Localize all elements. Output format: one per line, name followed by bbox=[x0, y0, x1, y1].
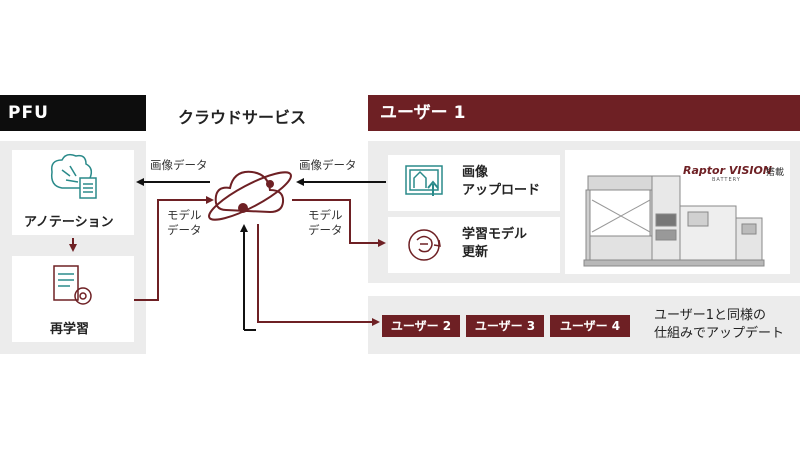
annotation-label: アノテーション bbox=[24, 215, 114, 230]
note-line-2: 仕組みでアップデート bbox=[654, 326, 785, 341]
update-label-2: 更新 bbox=[462, 245, 489, 260]
user1-header: ユーザー 1 bbox=[368, 95, 800, 131]
flow-model-left-2: データ bbox=[167, 223, 202, 237]
brand-sub: BATTERY bbox=[712, 177, 741, 183]
flow-model-left-1: モデル bbox=[167, 208, 202, 222]
user3-badge: ユーザー 3 bbox=[466, 315, 544, 337]
upload-icon bbox=[405, 165, 443, 196]
retrain-icon bbox=[53, 265, 92, 305]
cloud-service-title: クラウドサービス bbox=[178, 108, 307, 127]
retrain-box bbox=[12, 256, 134, 342]
arrow-model-to-user1 bbox=[292, 199, 386, 247]
annotation-box bbox=[12, 150, 134, 235]
flow-model-right-1: モデル bbox=[308, 208, 343, 222]
brand-suffix: 搭載 bbox=[766, 168, 785, 178]
arrow-cloud-to-users bbox=[257, 224, 380, 326]
brand-logo: Raptor VISION bbox=[683, 164, 773, 177]
pfu-header: PFU bbox=[0, 95, 146, 131]
update-label-1: 学習モデル bbox=[462, 227, 528, 242]
user2-badge: ユーザー 2 bbox=[382, 315, 460, 337]
model-update-icon bbox=[408, 229, 441, 261]
cloud-icon bbox=[208, 170, 292, 221]
model-update-box bbox=[388, 217, 560, 273]
note-line-1: ユーザー1と同様の bbox=[654, 308, 767, 323]
flow-model-right-2: データ bbox=[308, 223, 343, 237]
upload-label-2: アップロード bbox=[462, 183, 541, 198]
flow-image-data-right: 画像データ bbox=[299, 158, 357, 172]
user4-badge: ユーザー 4 bbox=[550, 315, 630, 337]
upload-label-1: 画像 bbox=[462, 165, 489, 180]
annotation-icon bbox=[50, 153, 97, 199]
arrow-model-to-cloud bbox=[134, 196, 214, 301]
image-upload-box bbox=[388, 155, 560, 211]
retrain-label: 再学習 bbox=[50, 322, 90, 337]
flow-image-data-left: 画像データ bbox=[150, 158, 208, 172]
inspection-machine-image bbox=[583, 175, 765, 267]
